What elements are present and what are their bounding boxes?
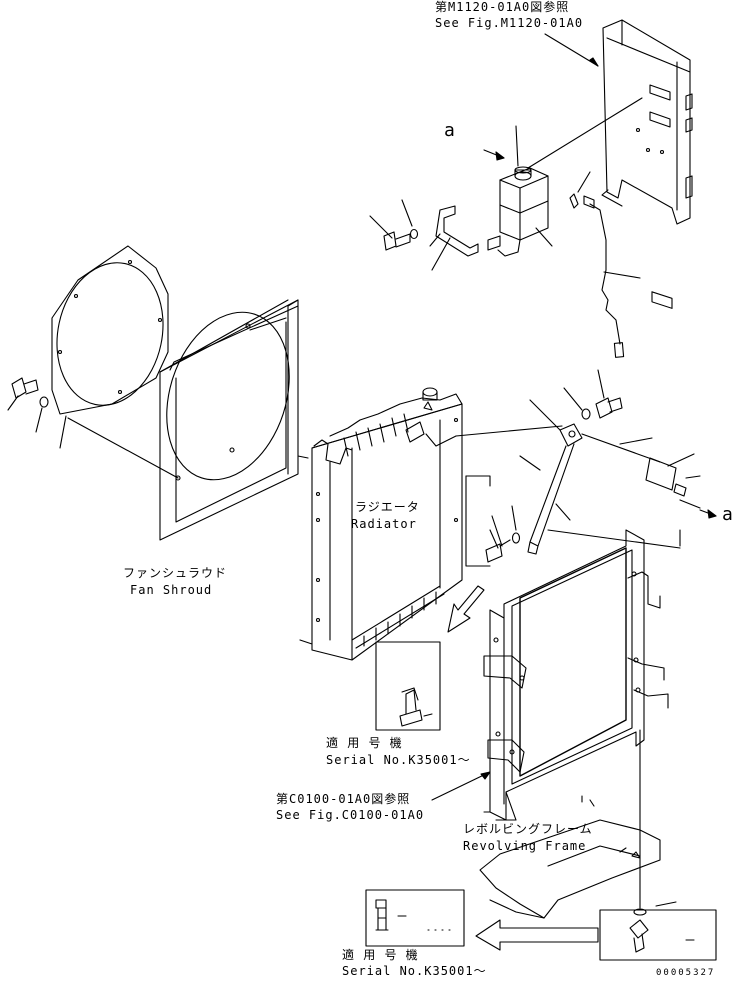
- radiator-core: [311, 387, 563, 661]
- ref-mid-jp: 第C0100-01A0図参照: [276, 792, 411, 806]
- drawing-number: 00005327: [656, 968, 716, 978]
- ref-mid-en: See Fig.C0100-01A0: [276, 808, 425, 822]
- ref-top-en: See Fig.M1120-01A0: [435, 16, 584, 30]
- radiator-lower-hose: [297, 455, 313, 645]
- ref-top-jp: 第M1120-01A0図参照: [435, 0, 570, 14]
- serial-2-label-jp: 適 用 号 機: [342, 948, 419, 962]
- revolving-frame: [479, 795, 661, 919]
- callout-a-lower: a: [722, 504, 733, 525]
- serial-inset-2: [599, 909, 717, 961]
- stay-bolt: [581, 397, 623, 420]
- reservoir-tank: [487, 166, 549, 257]
- fan-shroud-box: [67, 299, 299, 541]
- tank-bolt: [383, 228, 419, 251]
- serial-inset-1: [375, 641, 441, 731]
- callout-a-upper: a: [444, 120, 455, 141]
- serial-1-label-en: Serial No.K35001～: [326, 753, 471, 767]
- radiator-label-en: Radiator: [351, 517, 417, 531]
- reservoir-hose: [589, 203, 621, 345]
- radiator-label-jp: ラジエータ: [355, 500, 420, 514]
- serial-1-label-jp: 適 用 号 機: [326, 736, 403, 750]
- bottom-arrow: [475, 919, 599, 951]
- revolving-frame-label-jp: レボルビングフレーム: [463, 822, 593, 836]
- revolving-frame-label-en: Revolving Frame: [463, 839, 587, 853]
- ref-top-leader: [544, 33, 599, 67]
- inset-bolt-box: [465, 475, 521, 567]
- shroud-bolt: [11, 377, 49, 408]
- guard-frame: [483, 529, 669, 821]
- serial-inset-3: [365, 889, 465, 947]
- serial-2-label-en: Serial No.K35001～: [342, 964, 487, 978]
- top-bracket-plate: [601, 19, 693, 309]
- fan-shroud-label-en: Fan Shroud: [130, 583, 213, 597]
- inset-arrow: [447, 585, 485, 633]
- fan-shroud-ring: [51, 245, 169, 415]
- tank-bracket: [435, 205, 479, 257]
- stay-rod: [527, 423, 687, 555]
- fan-shroud-label-jp: ファンシュラウド: [123, 566, 228, 580]
